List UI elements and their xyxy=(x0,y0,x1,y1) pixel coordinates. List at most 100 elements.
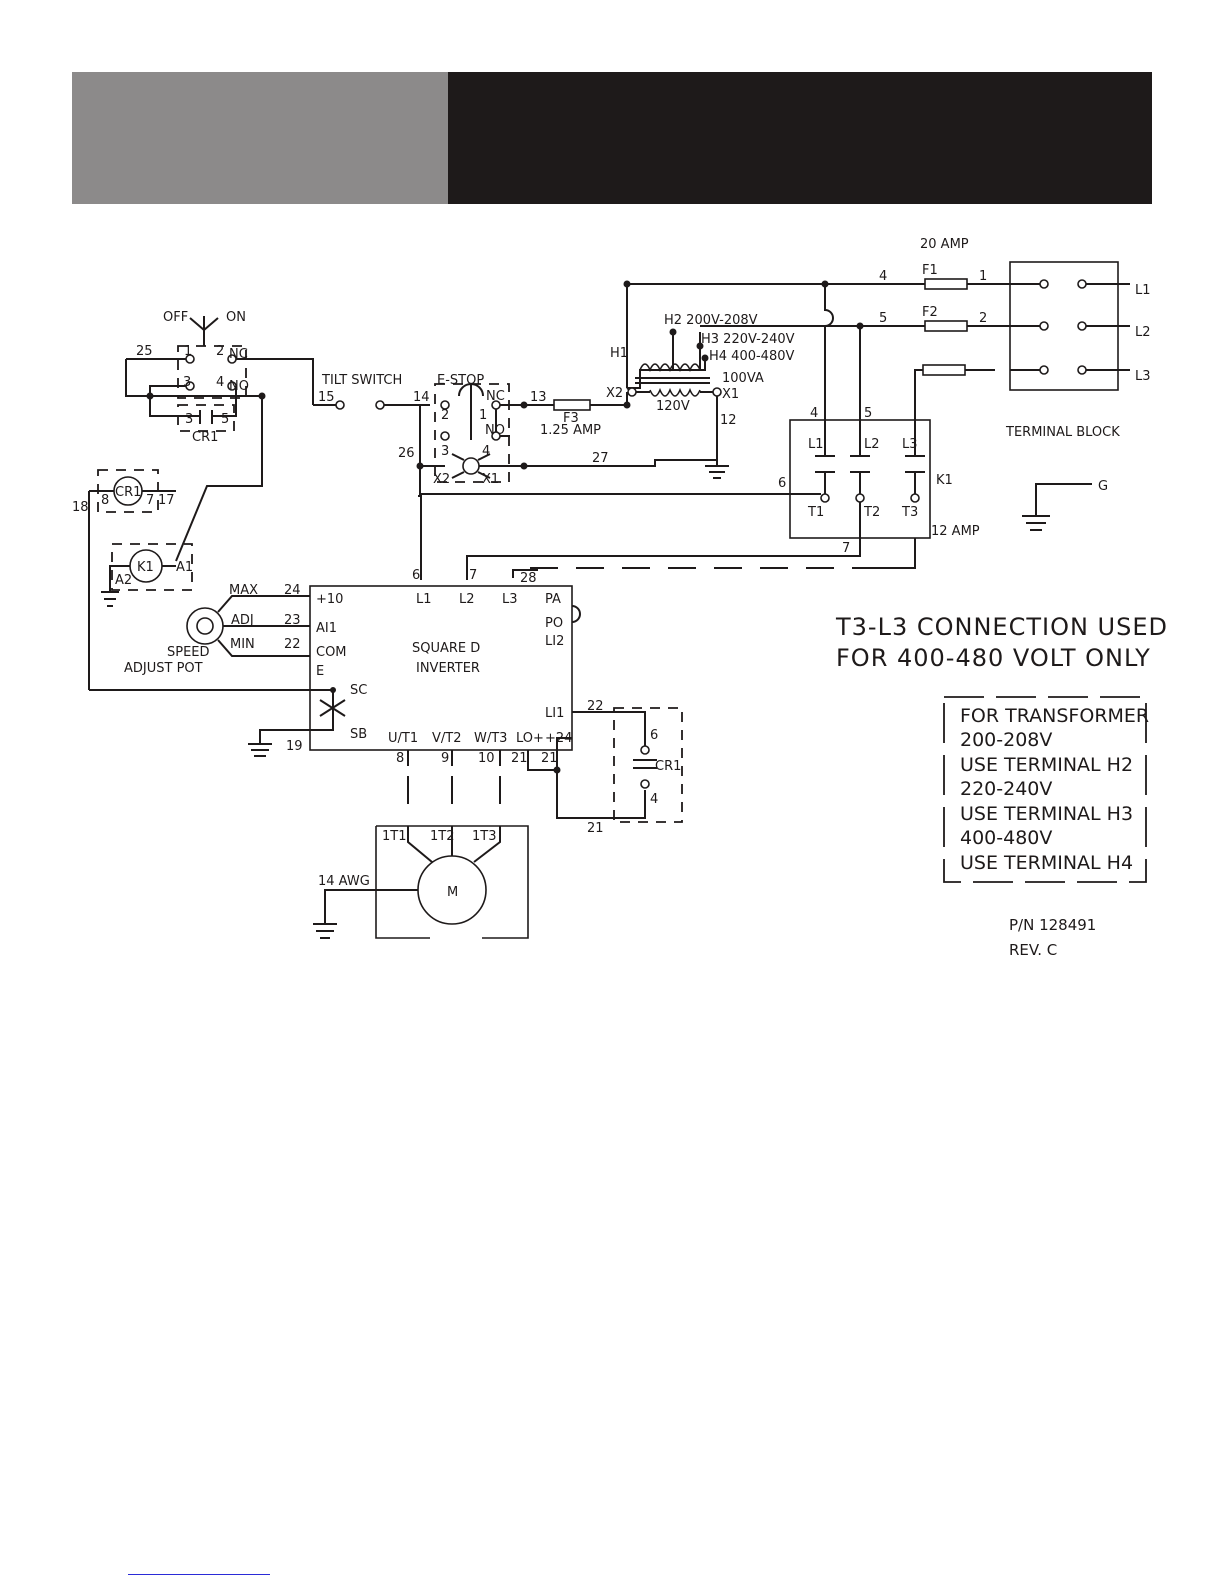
svg-text:NC: NC xyxy=(229,347,248,362)
svg-text:K1: K1 xyxy=(137,560,154,575)
svg-text:ADJUST POT: ADJUST POT xyxy=(124,661,203,676)
svg-text:A2: A2 xyxy=(115,573,132,588)
svg-text:L3: L3 xyxy=(1135,369,1151,384)
svg-text:21: 21 xyxy=(511,751,528,766)
svg-text:P/N 128491: P/N 128491 xyxy=(1009,916,1096,934)
svg-text:H4 400-480V: H4 400-480V xyxy=(709,349,794,364)
svg-text:8: 8 xyxy=(396,751,404,766)
svg-text:E: E xyxy=(316,664,324,679)
svg-text:SPEED: SPEED xyxy=(167,645,210,660)
svg-text:OFF: OFF xyxy=(163,310,188,325)
fuse-f2 xyxy=(924,320,968,332)
svg-text:T2: T2 xyxy=(863,505,880,520)
svg-text:26: 26 xyxy=(398,446,415,461)
svg-text:27: 27 xyxy=(592,451,609,466)
svg-text:REV. C: REV. C xyxy=(1009,941,1057,959)
svg-text:USE TERMINAL H4: USE TERMINAL H4 xyxy=(960,852,1133,874)
fuse-f3-slot xyxy=(922,364,966,376)
schematic-labels: 20 AMP F1 F2 4 5 1 2 L1 L2 L3 TERMINAL B… xyxy=(72,237,1151,900)
svg-text:3: 3 xyxy=(183,375,191,390)
svg-text:19: 19 xyxy=(286,739,303,754)
ground-g xyxy=(1022,483,1092,531)
svg-text:4: 4 xyxy=(216,375,224,390)
footer-underline xyxy=(128,1574,270,1575)
selector-switch xyxy=(125,316,314,562)
svg-text:14 AWG: 14 AWG xyxy=(318,874,370,889)
svg-text:H1: H1 xyxy=(610,346,628,361)
svg-text:NC: NC xyxy=(486,389,505,404)
svg-text:H2 200V-208V: H2 200V-208V xyxy=(664,313,758,328)
svg-text:SB: SB xyxy=(350,727,367,742)
transformer xyxy=(626,328,729,479)
svg-text:7: 7 xyxy=(146,493,154,508)
svg-text:6: 6 xyxy=(412,568,420,583)
svg-text:H3 220V-240V: H3 220V-240V xyxy=(701,332,795,347)
svg-text:23: 23 xyxy=(284,613,301,628)
svg-text:22: 22 xyxy=(587,699,604,714)
svg-text:W/T3: W/T3 xyxy=(474,731,507,746)
svg-text:12 AMP: 12 AMP xyxy=(931,524,980,539)
fuse-f1 xyxy=(924,278,968,290)
svg-text:10: 10 xyxy=(478,751,495,766)
svg-text:X2: X2 xyxy=(433,472,450,487)
svg-text:G: G xyxy=(1098,479,1108,494)
svg-text:V/T2: V/T2 xyxy=(432,731,462,746)
motor xyxy=(313,750,529,939)
svg-text:5: 5 xyxy=(864,406,872,421)
svg-text:1T3: 1T3 xyxy=(472,829,496,844)
svg-text:PA: PA xyxy=(545,592,561,607)
svg-text:7: 7 xyxy=(842,541,850,556)
k1-contactor xyxy=(420,419,931,580)
svg-text:2: 2 xyxy=(979,311,987,326)
notes: T3-L3 CONNECTION USED FOR 400-480 VOLT O… xyxy=(835,613,1168,959)
svg-text:15: 15 xyxy=(318,390,335,405)
svg-text:ADJ: ADJ xyxy=(231,613,254,628)
svg-text:L1: L1 xyxy=(1135,283,1151,298)
svg-text:9: 9 xyxy=(441,751,449,766)
power-feed-wiring xyxy=(623,278,1010,420)
svg-text:4: 4 xyxy=(879,269,887,284)
svg-text:X2: X2 xyxy=(606,386,623,401)
svg-text:2: 2 xyxy=(441,408,449,423)
svg-text:6: 6 xyxy=(778,476,786,491)
svg-text:L1: L1 xyxy=(416,592,432,607)
svg-text:200-208V: 200-208V xyxy=(960,729,1052,751)
svg-text:4: 4 xyxy=(650,792,658,807)
terminal-block xyxy=(1009,261,1130,391)
svg-text:T1: T1 xyxy=(807,505,824,520)
svg-text:13: 13 xyxy=(530,390,547,405)
svg-text:T3-L3 CONNECTION USED: T3-L3 CONNECTION USED xyxy=(835,613,1168,641)
svg-text:+10: +10 xyxy=(316,592,343,607)
svg-text:F3: F3 xyxy=(563,411,579,426)
svg-text:SC: SC xyxy=(350,683,367,698)
svg-text:4: 4 xyxy=(482,444,490,459)
header-band-left xyxy=(72,72,448,204)
svg-text:K1: K1 xyxy=(936,473,953,488)
svg-text:21: 21 xyxy=(541,751,558,766)
svg-text:L2: L2 xyxy=(1135,325,1151,340)
svg-text:E-STOP: E-STOP xyxy=(437,373,484,388)
svg-text:NO: NO xyxy=(229,379,249,394)
svg-text:1: 1 xyxy=(184,344,192,359)
svg-text:17: 17 xyxy=(158,493,175,508)
svg-text:8: 8 xyxy=(101,493,109,508)
cr1-contact-box xyxy=(177,404,235,432)
svg-text:MIN: MIN xyxy=(230,637,255,652)
svg-text:7: 7 xyxy=(469,568,477,583)
svg-text:L3: L3 xyxy=(502,592,518,607)
svg-text:X1: X1 xyxy=(482,472,499,487)
svg-text:3: 3 xyxy=(185,412,193,427)
svg-text:CR1: CR1 xyxy=(115,485,141,500)
svg-text:LO+: LO+ xyxy=(516,731,544,746)
svg-text:TILT SWITCH: TILT SWITCH xyxy=(321,373,402,388)
svg-text:ON: ON xyxy=(226,310,246,325)
inverter xyxy=(89,569,683,823)
svg-text:NO: NO xyxy=(485,423,505,438)
header-band-right xyxy=(448,72,1152,204)
svg-text:TERMINAL BLOCK: TERMINAL BLOCK xyxy=(1005,425,1120,440)
svg-text:FOR TRANSFORMER: FOR TRANSFORMER xyxy=(960,705,1149,727)
svg-text:2: 2 xyxy=(216,344,224,359)
svg-text:12: 12 xyxy=(720,413,737,428)
svg-text:CR1: CR1 xyxy=(655,759,681,774)
